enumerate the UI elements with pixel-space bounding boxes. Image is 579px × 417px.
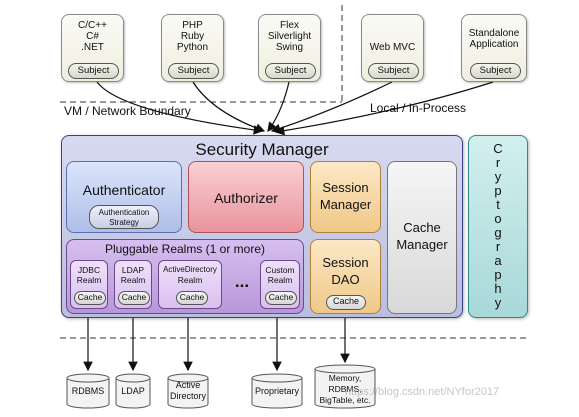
realms-ellipsis: ... — [234, 272, 250, 291]
subject-pill: Subject — [68, 63, 119, 79]
subject-pill: Subject — [368, 63, 419, 79]
memory-cylinder — [314, 364, 376, 409]
session-manager-box: Session Manager — [310, 161, 381, 233]
client-flex-line-1: Flex — [280, 20, 299, 31]
jdbc-realm: JDBC Realm Cache — [70, 260, 108, 309]
cryptography-letter: h — [494, 281, 502, 296]
client-php-line-1: PHP — [182, 20, 203, 31]
cryptography-letter: y — [494, 169, 502, 184]
store-active-directory-line-1: Active — [175, 380, 201, 390]
authorizer-box: Authorizer — [188, 161, 304, 233]
cryptography-letter: a — [494, 253, 502, 268]
ldap-realm-line-2: Realm — [120, 275, 146, 285]
ldap-cylinder — [115, 373, 151, 409]
proprietary-cylinder — [251, 373, 303, 409]
cryptography-letter: p — [494, 183, 502, 198]
pluggable-realms-title: Pluggable Realms (1 or more) — [104, 242, 266, 256]
client-standalone-line-2: Application — [469, 39, 519, 50]
subject-pill: Subject — [470, 63, 521, 79]
client-flex-line-2: Silverlight — [267, 31, 312, 42]
session-dao-line-1: Session — [322, 255, 369, 270]
authenticator-label: Authenticator — [82, 182, 166, 198]
client-flex: Flex Silverlight Swing Subject — [258, 14, 321, 82]
client-php-line-3: Python — [176, 42, 209, 53]
client-web-mvc-line-1: Web MVC — [369, 42, 416, 53]
local-in-process-label: Local / In-Process — [370, 101, 467, 115]
cryptography-letter: o — [494, 211, 502, 226]
ldap-realm-cache: Cache — [118, 291, 150, 305]
cryptography-letter: r — [495, 155, 501, 170]
vm-boundary-label: VM / Network Boundary — [64, 104, 191, 118]
client-php-line-2: Ruby — [180, 31, 205, 42]
client-flex-line-3: Swing — [275, 42, 304, 53]
store-ldap-label: LDAP — [121, 386, 145, 396]
jdbc-realm-line-2: Realm — [76, 275, 102, 285]
authorizer-label: Authorizer — [214, 190, 278, 206]
cache-manager-box: Cache Manager — [387, 161, 457, 314]
custom-realm-cache: Cache — [265, 291, 297, 305]
jdbc-realm-cache: Cache — [74, 291, 106, 305]
security-manager-title: Security Manager — [195, 140, 329, 159]
active-directory-cylinder — [167, 373, 209, 409]
ldap-realm: LDAP Realm Cache — [114, 260, 152, 309]
client-cpp-line-2: C# — [86, 31, 99, 42]
client-cpp-line-1: C/C++ — [78, 20, 107, 31]
auth-strategy-line-1: Authentication — [98, 208, 150, 217]
session-dao-line-2: DAO — [331, 272, 360, 287]
cryptography-letter: C — [493, 141, 503, 156]
ldap-realm-line-1: LDAP — [121, 265, 145, 275]
cryptography-letter: g — [494, 225, 502, 240]
store-proprietary-label: Proprietary — [254, 386, 299, 396]
cryptography-letter: t — [496, 197, 500, 212]
cryptography-letter: y — [494, 295, 502, 310]
active-directory-realm: ActiveDirectory Realm Cache — [158, 260, 222, 309]
pluggable-realms-box: Pluggable Realms (1 or more) JDBC Realm … — [66, 239, 304, 314]
active-directory-realm-line-1: ActiveDirectory — [163, 265, 217, 274]
auth-strategy-line-2: Strategy — [109, 218, 139, 227]
session-manager-line-2: Manager — [319, 197, 372, 212]
cache-manager-line-1: Cache — [403, 220, 441, 235]
store-memory-line-2: RDBMS, — [328, 384, 362, 394]
authentication-strategy-pill: Authentication Strategy — [89, 205, 159, 229]
custom-realm-line-2: Realm — [267, 275, 293, 285]
store-active-directory-label: Active Directory — [166, 380, 210, 402]
client-cpp: C/C++ C# .NET Subject — [61, 14, 124, 82]
client-standalone-line-1: Standalone — [468, 28, 520, 39]
client-web-mvc: Web MVC Subject — [361, 14, 424, 82]
store-active-directory-line-2: Directory — [169, 391, 206, 401]
cryptography-letter: p — [494, 267, 502, 282]
store-memory-line-3: BigTable, etc. — [319, 395, 371, 405]
active-directory-realm-cache: Cache — [176, 291, 208, 305]
rdbms-cylinder — [66, 373, 110, 409]
client-standalone: Standalone Application Subject — [461, 14, 527, 82]
subject-pill: Subject — [168, 63, 219, 79]
store-memory-line-1: Memory, — [328, 373, 362, 383]
cache-manager-line-2: Manager — [396, 237, 448, 252]
session-dao-box: Session DAO Cache — [310, 239, 381, 314]
jdbc-realm-line-1: JDBC — [77, 265, 101, 275]
authenticator-box: Authenticator Authentication Strategy — [66, 161, 182, 233]
cryptography-letter: r — [495, 239, 501, 254]
watermark: https://blog.csdn.net/NYfor2017 — [345, 386, 500, 398]
client-cpp-line-3: .NET — [81, 42, 104, 53]
client-php: PHP Ruby Python Subject — [161, 14, 224, 82]
active-directory-realm-line-2: Realm — [177, 275, 203, 285]
subject-pill: Subject — [265, 63, 316, 79]
store-memory-label: Memory, RDBMS, BigTable, etc. — [312, 373, 378, 406]
custom-realm-line-1: Custom — [265, 265, 295, 275]
custom-realm: Custom Realm Cache — [260, 260, 300, 309]
store-rdbms-label: RDBMS — [71, 386, 105, 396]
session-manager-line-1: Session — [322, 180, 369, 195]
session-dao-cache-pill: Cache — [326, 295, 366, 310]
